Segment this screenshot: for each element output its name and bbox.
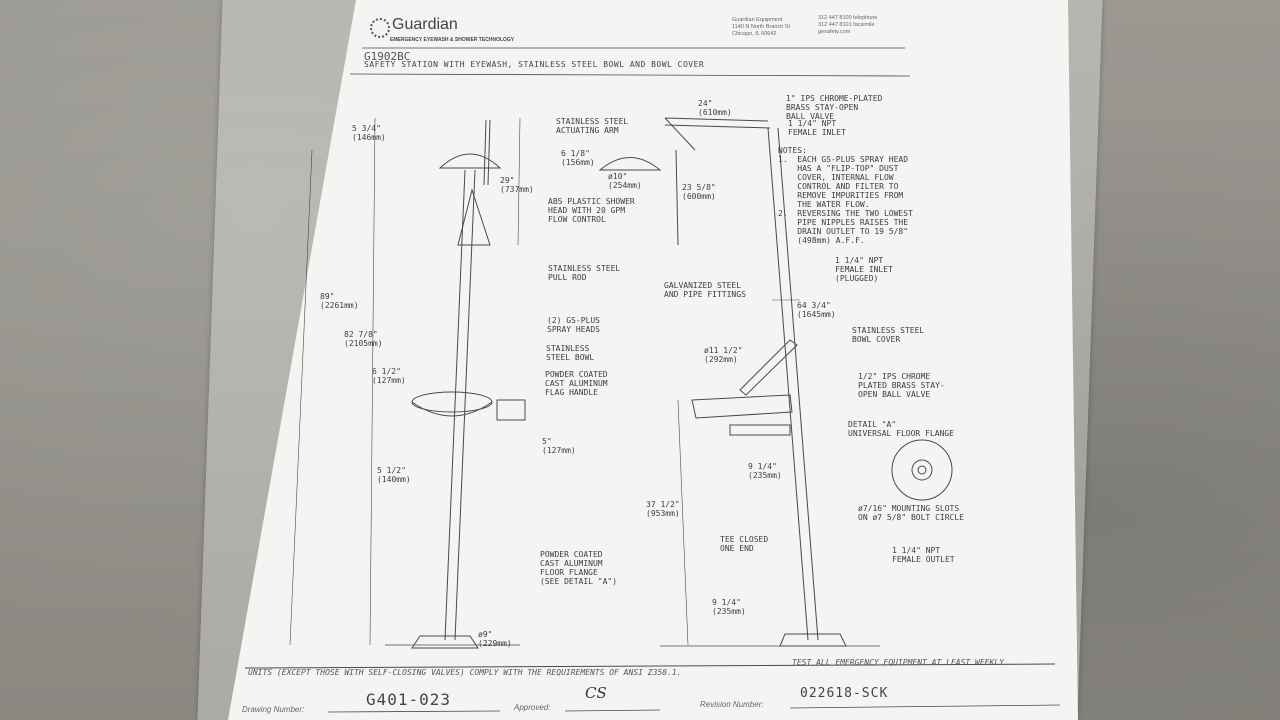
label-spray-heads: (2) GS-PLUS SPRAY HEADS	[547, 316, 600, 334]
dim-inlet-height: 64 3/4" (1645mm)	[797, 301, 836, 319]
label-inlet-top: 1 1/4" NPT FEMALE INLET	[788, 119, 846, 137]
dim-overall-height: 89" (2261mm)	[320, 292, 359, 310]
dim-bowl-offset: 9 1/4" (235mm)	[748, 462, 782, 480]
approved-label: Approved:	[514, 703, 551, 712]
dim-showerhead-height: 82 7/8" (2105mm)	[344, 330, 383, 348]
contact-block: 312 447 8100 telephone 312 447 8101 facs…	[818, 15, 878, 35]
label-eyewash-valve: 1/2" IPS CHROME PLATED BRASS STAY- OPEN …	[858, 372, 945, 399]
label-pull-rod: STAINLESS STEEL PULL ROD	[548, 264, 621, 282]
footer-rule	[244, 663, 1056, 669]
detail-a-flange	[891, 439, 953, 501]
label-inlet-plugged: 1 1/4" NPT FEMALE INLET (PLUGGED)	[835, 256, 893, 283]
label-mounting-slots: ø7/16" MOUNTING SLOTS ON ø7 5/8" BOLT CI…	[858, 504, 964, 522]
drawing-title: SAFETY STATION WITH EYEWASH, STAINLESS S…	[364, 60, 705, 69]
title-rule	[349, 73, 911, 77]
label-female-outlet: 1 1/4" NPT FEMALE OUTLET	[892, 546, 955, 564]
dim-head-height: 29" (737mm)	[500, 176, 534, 194]
label-shower-head: ABS PLASTIC SHOWER HEAD WITH 20 GPM FLOW…	[548, 197, 635, 224]
label-stainless-bowl: STAINLESS STEEL BOWL	[546, 344, 595, 362]
dim-bottom: 9 1/4" (235mm)	[712, 598, 746, 616]
dim-bowl-depth: 6 1/2" (127mm)	[372, 367, 406, 385]
guardian-logo-icon	[370, 18, 390, 38]
label-galvanized: GALVANIZED STEEL AND PIPE FITTINGS	[664, 281, 746, 299]
label-bowl-cover: STAINLESS STEEL BOWL COVER	[852, 326, 925, 344]
model-number: G1902BC	[364, 50, 411, 63]
label-detail-a: DETAIL "A" UNIVERSAL FLOOR FLANGE	[848, 420, 954, 438]
dim-flag-width: 5" (127mm)	[542, 437, 576, 455]
test-note: TEST ALL EMERGENCY EQUIPMENT AT LEAST WE…	[792, 658, 1009, 667]
dim-drop: 23 5/8" (600mm)	[682, 183, 716, 201]
drawing-number-label: Drawing Number:	[242, 705, 305, 714]
label-actuating-arm: STAINLESS STEEL ACTUATING ARM	[556, 117, 629, 135]
spec-sheet	[228, 0, 1078, 720]
dim-eyewash-height: 37 1/2" (953mm)	[646, 500, 680, 518]
address-block: Guardian Equipment 1140 N North Branch S…	[732, 17, 790, 37]
revision-number: 022618-SCK	[800, 686, 889, 701]
brand-name: Guardian	[392, 16, 458, 33]
brand-tagline: EMERGENCY EYEWASH & SHOWER TECHNOLOGY	[390, 37, 515, 43]
label-ball-valve: 1" IPS CHROME-PLATED BRASS STAY-OPEN BAL…	[786, 94, 883, 121]
dim-head-diameter: ø10" (254mm)	[608, 172, 642, 190]
units-note: UNITS (EXCEPT THOSE WITH SELF-CLOSING VA…	[248, 668, 682, 677]
label-floor-flange: POWDER COATED CAST ALUMINUM FLOOR FLANGE…	[540, 550, 618, 586]
dim-base-diameter: ø9" (229mm)	[478, 630, 512, 648]
approved-signature: CS	[585, 684, 607, 702]
dim-bowl-diameter: ø11 1/2" (292mm)	[704, 346, 743, 364]
dim-width: 24" (610mm)	[698, 99, 732, 117]
dim-top-offset: 5 3/4" (146mm)	[352, 124, 386, 142]
right-elevation	[598, 117, 880, 647]
dim-head-offset: 6 1/8" (156mm)	[561, 149, 595, 167]
label-flag-handle: POWDER COATED CAST ALUMINUM FLAG HANDLE	[545, 370, 608, 397]
notes-block: NOTES: 1. EACH GS-PLUS SPRAY HEAD HAS A …	[778, 146, 913, 245]
left-elevation	[289, 117, 526, 649]
revision-label: Revision Number:	[700, 700, 764, 709]
label-tee-closed: TEE CLOSED ONE END	[720, 535, 769, 553]
drawing-number: G401-023	[366, 690, 452, 709]
dim-offset: 5 1/2" (140mm)	[377, 466, 411, 484]
